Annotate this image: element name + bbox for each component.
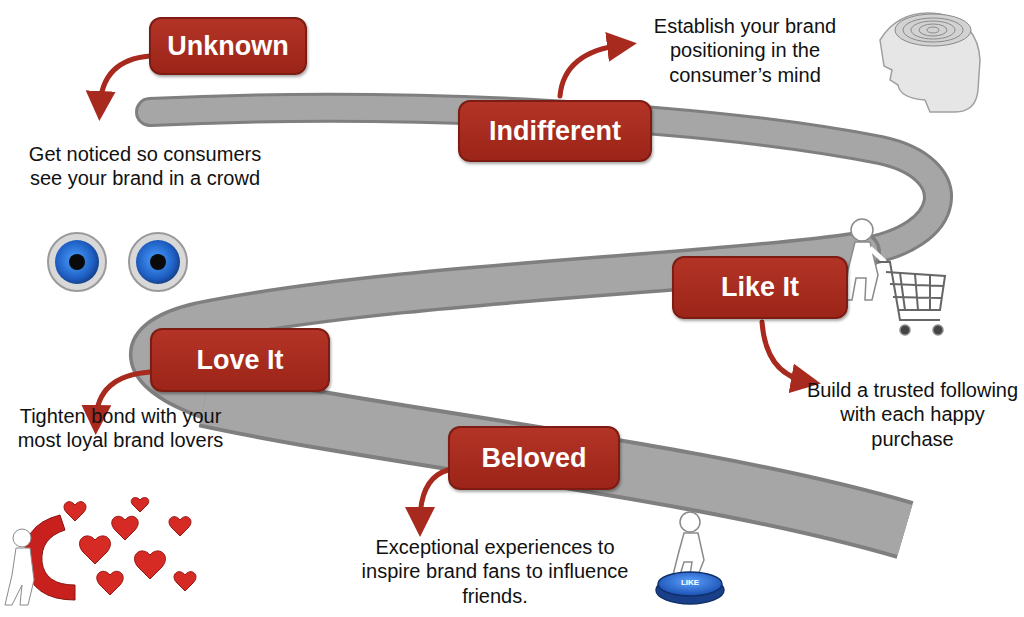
hearts-illustration	[5, 498, 196, 605]
stage-caption: Get noticed so consumers see your brand …	[20, 142, 270, 191]
stage-box: Indifferent	[458, 100, 652, 162]
stage-name: Beloved	[481, 443, 586, 474]
like-button-figure	[656, 512, 724, 604]
stage-caption: Establish your brand positioning in the …	[620, 14, 870, 87]
stage-name: Love It	[196, 345, 283, 376]
stage-caption: Tighten bond with your most loyal brand …	[8, 404, 233, 453]
head-icon	[880, 13, 980, 112]
shopper-figure	[845, 219, 945, 335]
eyes-icon	[48, 233, 187, 291]
button-text: LIKE	[670, 578, 710, 587]
stage-name: Like It	[721, 272, 799, 303]
stage-box: Beloved	[448, 426, 620, 490]
stage-box: Love It	[150, 328, 330, 392]
stage-name: Indifferent	[489, 116, 621, 147]
stage-caption: Exceptional experiences to inspire brand…	[360, 535, 630, 608]
stage-name: Unknown	[167, 31, 289, 62]
winding-road	[150, 108, 938, 530]
stage-box: Like It	[672, 256, 848, 319]
stage-box: Unknown	[149, 17, 307, 75]
stage-caption: Build a trusted following with each happ…	[805, 378, 1020, 451]
